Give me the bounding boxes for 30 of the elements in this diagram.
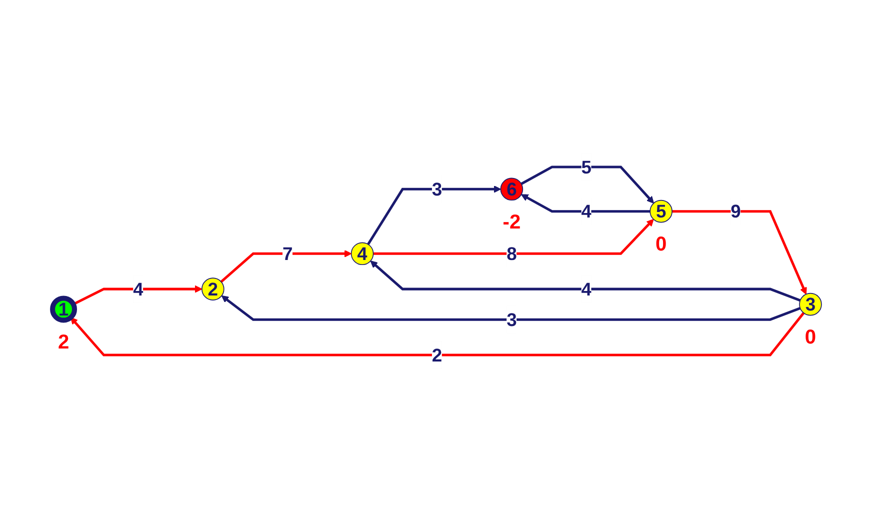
edge-label: 5 [581,156,592,178]
node-circle: 4 [350,242,374,266]
node-value: 0 [804,326,816,349]
arrow [370,260,801,302]
edge-label: 7 [282,243,293,264]
edge-label: 9 [730,200,741,222]
edge-label: 4 [581,200,592,222]
arrow [520,194,650,213]
edge-label: 4 [133,278,144,300]
node-circle: 5 [650,200,672,223]
node-circle: 6 [500,178,524,201]
arrow [70,312,805,356]
node-circle: 1 [50,296,78,323]
arrow [367,185,502,245]
arrow [221,295,801,321]
node-value: -2 [502,211,521,234]
node-value: 0 [656,234,667,256]
edge-label: 3 [506,309,517,330]
arrow [520,166,654,204]
arrow [672,210,807,295]
edge-label: 3 [432,178,442,200]
edge-label: 4 [581,278,592,300]
node-circle: 3 [799,292,822,316]
arrow [72,285,202,306]
arrow [373,218,654,255]
edge-label: 2 [432,344,442,366]
node-circle: 2 [202,278,224,300]
node-value: 2 [58,331,70,354]
edge-label: 8 [506,243,517,264]
arrow [220,250,352,283]
